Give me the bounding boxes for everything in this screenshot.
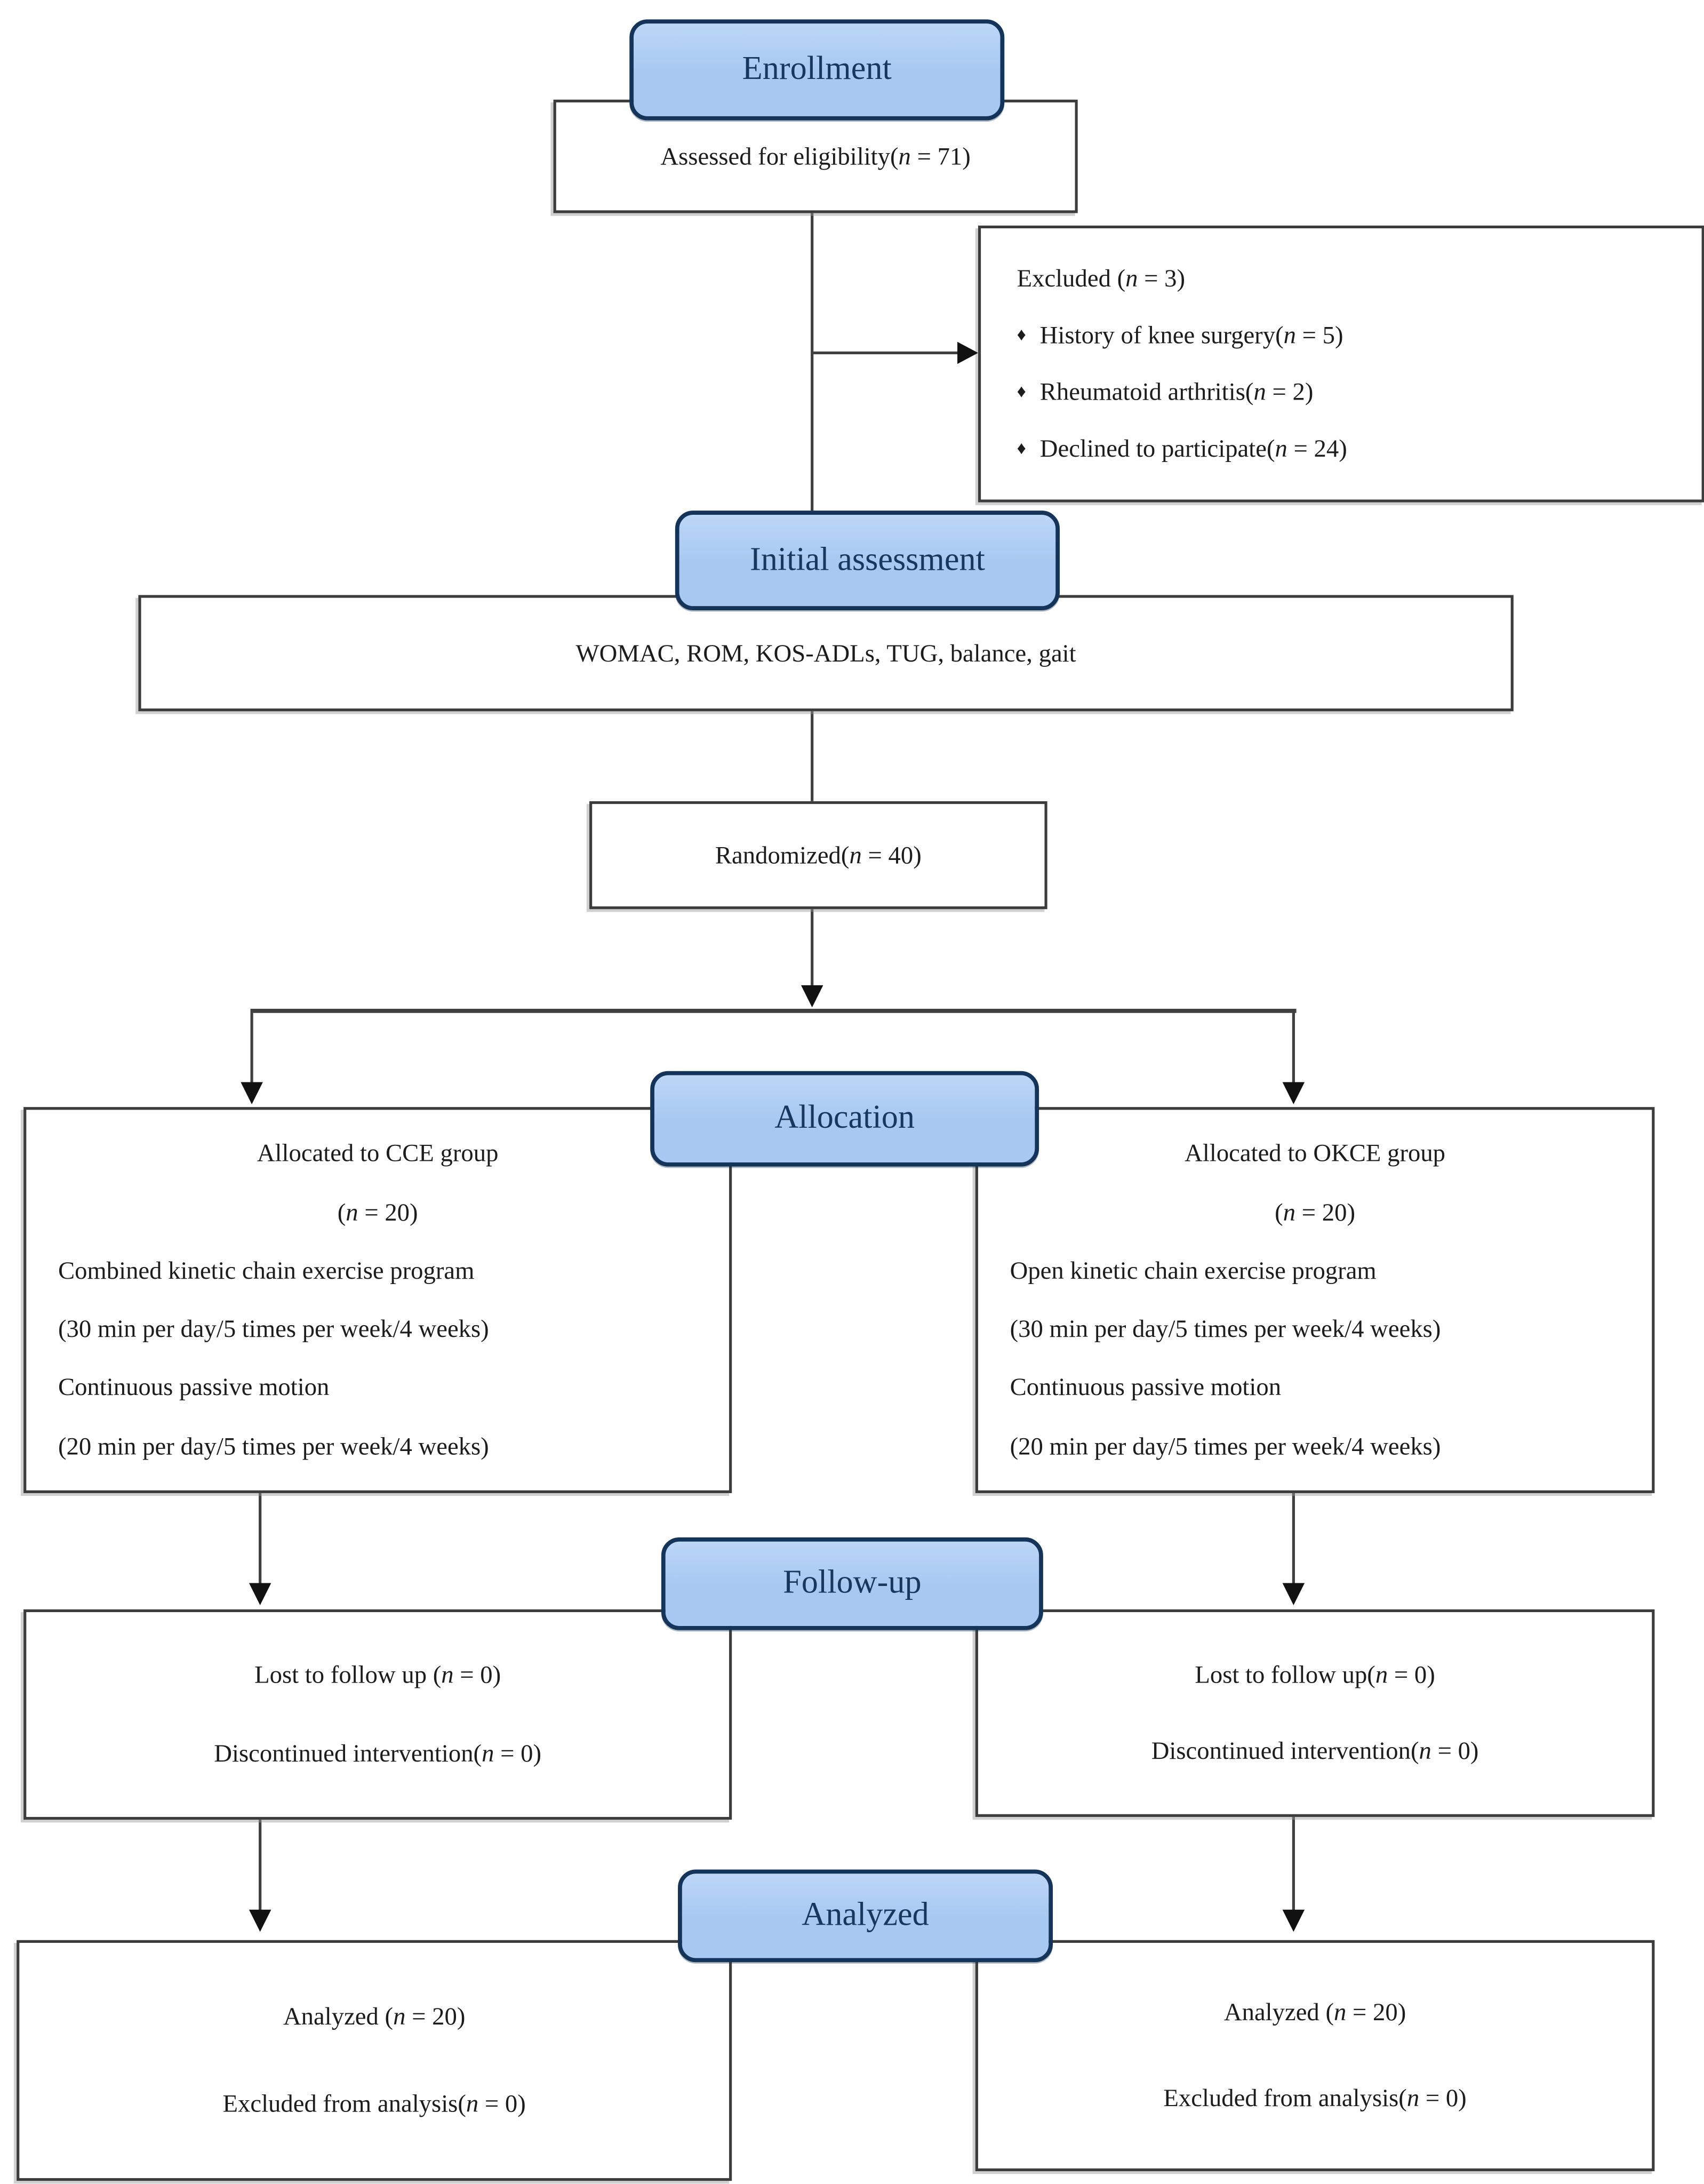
cce-group-box: Allocated to CCE group (n = 20) Combined… (23, 1107, 732, 1493)
branch-left-drop (250, 1009, 253, 1085)
branch-line (252, 1009, 1297, 1013)
stage-analyzed-label: Analyzed (802, 1897, 929, 1933)
excluded-item: ♦ Declined to participate(n = 24) (1017, 435, 1347, 464)
stage-follow-up-label: Follow-up (783, 1565, 922, 1601)
initial-assessment-box: WOMAC, ROM, KOS-ADLs, TUG, balance, gait (138, 595, 1514, 712)
excluded-title: Excluded (n = 3) (1017, 264, 1186, 292)
okce-allocated: Allocated to OKCE group (1185, 1139, 1446, 1167)
okce-program-dose: (30 min per day/5 times per week/4 weeks… (1010, 1314, 1441, 1343)
connector-randomized-down (811, 903, 814, 989)
excluded-item-text: Declined to participate(n = 24) (1039, 434, 1347, 463)
arrowhead-excluded (957, 341, 978, 364)
excluded-item-text: Rheumatoid arthritis(n = 2) (1039, 378, 1314, 406)
analyzed-left-excluded: Excluded from analysis(n = 0) (222, 2090, 526, 2118)
okce-n: (n = 20) (1275, 1198, 1356, 1226)
stage-enrollment-label: Enrollment (742, 51, 892, 87)
arrowhead-followup-left (249, 1583, 271, 1606)
assessed-text: Assessed for eligibility(n = 71) (660, 141, 971, 170)
stage-enrollment: Enrollment (629, 19, 1005, 121)
connector-cce-to-followup (259, 1487, 262, 1586)
followup-right-lost: Lost to follow up(n = 0) (1195, 1660, 1435, 1688)
stage-allocation: Allocation (650, 1071, 1039, 1167)
excluded-item: ♦ Rheumatoid arthritis(n = 2) (1017, 378, 1314, 406)
analyzed-left-box: Analyzed (n = 20) Excluded from analysis… (17, 1940, 732, 2181)
connector-to-excluded (812, 351, 961, 355)
cce-program: Combined kinetic chain exercise program (58, 1256, 475, 1284)
followup-left-box: Lost to follow up (n = 0) Discontinued i… (23, 1609, 732, 1820)
arrowhead-okce (1282, 1082, 1305, 1105)
initial-assessment-measures: WOMAC, ROM, KOS-ADLs, TUG, balance, gait (575, 639, 1076, 667)
okce-cpm-dose: (20 min per day/5 times per week/4 weeks… (1010, 1431, 1441, 1460)
stage-initial-assessment: Initial assessment (675, 511, 1060, 610)
connector-followup-to-analyzed-right (1292, 1811, 1295, 1912)
analyzed-left-count: Analyzed (n = 20) (283, 2002, 466, 2030)
arrowhead-cce (241, 1082, 263, 1105)
stage-analyzed: Analyzed (678, 1869, 1053, 1963)
connector-followup-to-analyzed-left (259, 1814, 262, 1912)
okce-cpm: Continuous passive motion (1010, 1373, 1282, 1401)
bullet-icon: ♦ (1017, 437, 1026, 458)
excluded-box: Excluded (n = 3) ♦ History of knee surge… (978, 225, 1704, 503)
randomized-box: Randomized(n = 40) (589, 801, 1047, 910)
bullet-icon: ♦ (1017, 380, 1026, 402)
cce-allocated: Allocated to CCE group (257, 1139, 499, 1167)
stage-initial-assessment-label: Initial assessment (749, 541, 985, 578)
connector-assessed-to-initial (811, 208, 814, 511)
excluded-item: ♦ History of knee surgery(n = 5) (1017, 321, 1343, 350)
okce-group-box: Allocated to OKCE group (n = 20) Open ki… (975, 1107, 1655, 1493)
arrowhead-analyzed-right (1282, 1909, 1305, 1932)
randomized-text: Randomized(n = 40) (715, 840, 922, 868)
followup-left-discontinued: Discontinued intervention(n = 0) (214, 1739, 542, 1767)
cce-cpm: Continuous passive motion (58, 1373, 330, 1401)
arrowhead-analyzed-left (249, 1909, 271, 1932)
branch-right-drop (1292, 1009, 1295, 1085)
analyzed-right-count: Analyzed (n = 20) (1223, 1998, 1406, 2027)
stage-follow-up: Follow-up (661, 1537, 1043, 1630)
analyzed-right-box: Analyzed (n = 20) Excluded from analysis… (975, 1940, 1655, 2171)
cce-program-dose: (30 min per day/5 times per week/4 weeks… (58, 1314, 489, 1343)
connector-okce-to-followup (1292, 1487, 1295, 1586)
analyzed-right-excluded: Excluded from analysis(n = 0) (1163, 2083, 1467, 2111)
followup-left-lost: Lost to follow up (n = 0) (254, 1661, 501, 1689)
connector-womac-to-randomized (811, 705, 814, 801)
cce-cpm-dose: (20 min per day/5 times per week/4 weeks… (58, 1431, 489, 1460)
arrowhead-branch (801, 985, 823, 1008)
followup-right-box: Lost to follow up(n = 0) Discontinued in… (975, 1609, 1655, 1817)
excluded-item-text: History of knee surgery(n = 5) (1039, 321, 1343, 349)
cce-n: (n = 20) (337, 1198, 418, 1226)
arrowhead-followup-right (1282, 1583, 1305, 1606)
followup-right-discontinued: Discontinued intervention(n = 0) (1151, 1737, 1479, 1765)
stage-allocation-label: Allocation (774, 1100, 915, 1136)
bullet-icon: ♦ (1017, 323, 1026, 345)
okce-program: Open kinetic chain exercise program (1010, 1256, 1377, 1284)
